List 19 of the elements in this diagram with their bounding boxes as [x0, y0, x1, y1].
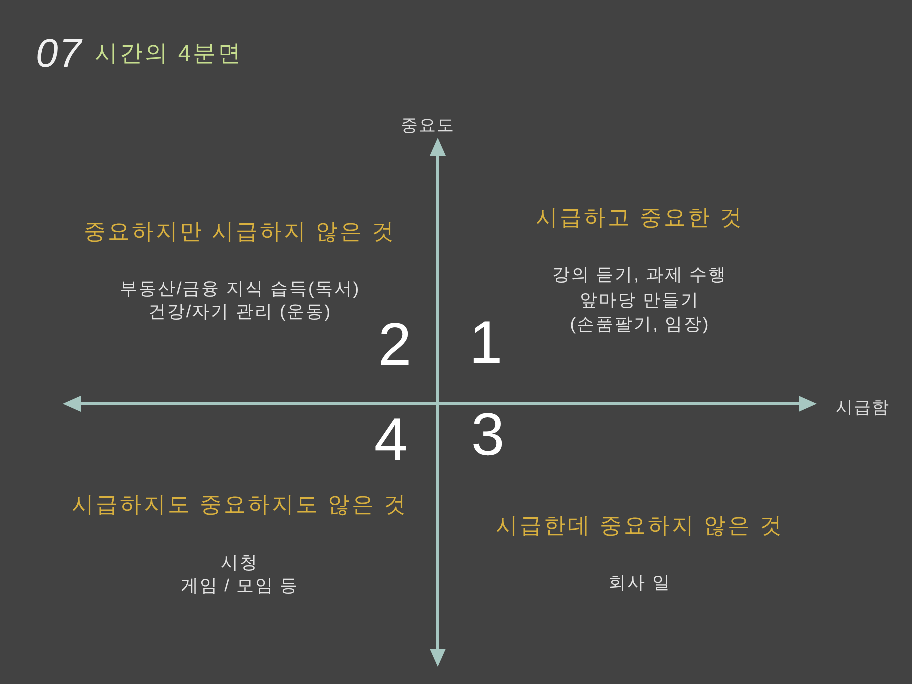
quadrant-heading: 시급하지도 중요하지도 않은 것: [72, 492, 408, 518]
slide-number: 07: [36, 32, 82, 76]
quadrant-item: 앞마당 만들기 (손품팔기, 임장): [569, 289, 711, 336]
quadrant-item: 강의 듣기, 과제 수행: [552, 264, 728, 286]
quadrant-item: 시청: [221, 552, 259, 574]
quadrant-heading: 시급한데 중요하지 않은 것: [496, 512, 784, 540]
quadrant-item: 부동산/금융 지식 습득(독서): [120, 278, 360, 300]
quadrant-item: 건강/자기 관리 (운동): [148, 302, 332, 322]
quadrant-number: 1: [469, 313, 503, 373]
quadrant-item: 게임 / 모임 등: [180, 576, 300, 596]
quadrant-item: 회사 일: [608, 572, 672, 594]
quadrant-heading: 시급하고 중요한 것: [536, 204, 744, 232]
axis-label: 중요도: [401, 116, 455, 136]
quadrant-number: 3: [471, 405, 505, 465]
title: 시간의 4분면: [95, 40, 244, 68]
quadrant-number: 2: [378, 315, 412, 375]
quadrant-heading: 중요하지만 시급하지 않은 것: [84, 218, 396, 246]
axis-label: 시급함: [836, 398, 890, 418]
quadrant-number: 4: [374, 410, 408, 470]
